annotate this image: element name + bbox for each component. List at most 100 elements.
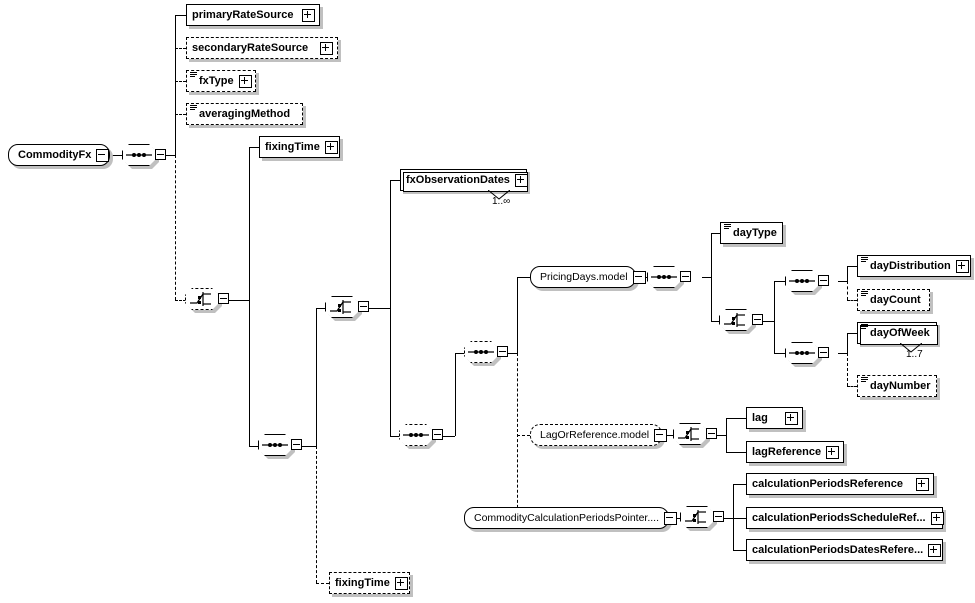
element-secondaryRateSource[interactable]: secondaryRateSource: [186, 37, 338, 59]
element-dayDistribution[interactable]: dayDistribution: [857, 255, 971, 277]
group-LagOrReference-model[interactable]: LagOrReference.model: [530, 424, 668, 446]
element-dayNumber-label: dayNumber: [870, 380, 931, 392]
sequence-e-collapse-icon[interactable]: [291, 439, 302, 450]
choice-icon: [724, 313, 745, 327]
branch-choicea-v1: [249, 147, 250, 300]
LagOrReference-model-collapse-icon[interactable]: [654, 428, 668, 442]
compositor-sequence-dayofweek[interactable]: [785, 342, 829, 367]
compositor-sequence-pricing[interactable]: [647, 266, 691, 291]
group-CommodityCalculationPeriodsPointer[interactable]: CommodityCalculationPeriodsPointer....: [464, 507, 678, 529]
branch-choicea-v2: [249, 300, 250, 446]
compositor-sequence-e[interactable]: [258, 434, 302, 459]
node-commodityfx[interactable]: CommodityFx: [8, 144, 110, 166]
choice-a-collapse-icon[interactable]: [218, 293, 229, 304]
sequence-icon: [126, 153, 152, 157]
edge-choicea-out: [229, 300, 249, 301]
type-marker-icon: [190, 72, 197, 78]
edge-choiceday-out: [763, 321, 774, 322]
element-calculationPeriodsDatesReference[interactable]: calculationPeriodsDatesRefere...: [746, 539, 943, 561]
edge-to-primaryRateSource: [175, 15, 186, 16]
element-lag-label: lag: [752, 412, 768, 424]
compositor-choice-c[interactable]: [325, 296, 369, 321]
element-fixingTime-top-label: fixingTime: [265, 141, 320, 153]
edge-to-calcPeriodsScheduleRef: [733, 518, 746, 519]
edge-to-dayOfWeek: [847, 333, 857, 334]
edge-to-dayCount: [847, 300, 857, 301]
sequence-daydistribution-collapse-icon[interactable]: [818, 275, 829, 286]
element-dayNumber[interactable]: dayNumber: [857, 375, 937, 397]
edge-seqpricing-out: [702, 277, 711, 278]
secondaryRateSource-expand-icon[interactable]: [320, 41, 333, 55]
fxObservationDates-expand-icon[interactable]: [514, 173, 528, 187]
compositor-sequence-daydistribution[interactable]: [785, 270, 829, 295]
element-averagingMethod[interactable]: averagingMethod: [186, 103, 303, 125]
edge-to-seq-e: [249, 446, 258, 447]
edge-to-seq-daydist: [774, 281, 785, 282]
sequence-icon: [403, 433, 429, 437]
dayDistribution-expand-icon[interactable]: [955, 259, 969, 273]
element-dayCount[interactable]: dayCount: [857, 289, 930, 311]
choice-icon: [678, 427, 699, 441]
sequence-icon: [789, 351, 815, 355]
edge-to-choice-day: [711, 321, 719, 322]
calculationPeriodsScheduleRef-expand-icon[interactable]: [930, 511, 944, 525]
trunk-lower-dashed: [175, 155, 176, 300]
edge-seqdayofweek-out: [838, 353, 847, 354]
element-secondaryRateSource-label: secondaryRateSource: [192, 42, 309, 54]
compositor-sequence-b[interactable]: [464, 341, 508, 366]
element-dayType[interactable]: dayType: [720, 222, 783, 244]
element-calculationPeriodsReference[interactable]: calculationPeriodsReference: [746, 473, 934, 495]
element-fxObservationDates[interactable]: fxObservationDates: [400, 169, 528, 192]
fixingTime-top-expand-icon[interactable]: [324, 140, 338, 154]
choice-calc-collapse-icon[interactable]: [713, 511, 724, 522]
compositor-sequence-root[interactable]: [122, 144, 166, 169]
choice-day-collapse-icon[interactable]: [752, 314, 763, 325]
element-primaryRateSource[interactable]: primaryRateSource: [186, 4, 320, 26]
trunk-upper: [175, 15, 176, 155]
sequence-root-collapse-icon[interactable]: [155, 149, 166, 160]
compositor-choice-a[interactable]: [185, 288, 229, 313]
element-calculationPeriodsScheduleRef[interactable]: calculationPeriodsScheduleRef...: [746, 507, 944, 529]
sequence-b-collapse-icon[interactable]: [497, 346, 508, 357]
compositor-choice-lag[interactable]: [673, 423, 717, 448]
lag-expand-icon[interactable]: [785, 411, 798, 425]
lagReference-expand-icon[interactable]: [826, 445, 840, 459]
element-fixingTime-top[interactable]: fixingTime: [259, 136, 340, 158]
element-dayOfWeek[interactable]: dayOfWeek: [857, 322, 938, 345]
calculationPeriodsDatesReference-expand-icon[interactable]: [928, 543, 942, 557]
sequence-d-collapse-icon[interactable]: [432, 429, 443, 440]
element-lagReference[interactable]: lagReference: [746, 441, 844, 463]
element-lagReference-label: lagReference: [752, 446, 822, 458]
branch-daydist-up: [847, 266, 848, 281]
edge-to-choice-a: [175, 300, 186, 301]
edge-choicec-out: [369, 308, 390, 309]
calculationPeriodsReference-expand-icon[interactable]: [916, 477, 929, 491]
PricingDays-model-collapse-icon[interactable]: [632, 270, 646, 284]
sequence-pricing-collapse-icon[interactable]: [680, 271, 691, 282]
element-fixingTime-bottom[interactable]: fixingTime: [329, 572, 410, 594]
compositor-choice-day[interactable]: [719, 309, 763, 334]
edge-to-dayNumber: [847, 386, 857, 387]
choice-c-collapse-icon[interactable]: [358, 301, 369, 312]
sequence-dayofweek-collapse-icon[interactable]: [818, 347, 829, 358]
type-marker-icon: [724, 224, 731, 230]
compositor-sequence-d[interactable]: [399, 424, 443, 449]
edge-lagorref-out: [662, 435, 673, 436]
choice-lag-collapse-icon[interactable]: [706, 428, 717, 439]
element-fxType[interactable]: fxType: [186, 70, 256, 92]
commodityfx-collapse-icon[interactable]: [96, 148, 110, 162]
sequence-icon: [262, 443, 288, 447]
group-PricingDays-model[interactable]: PricingDays.model: [530, 266, 646, 288]
occurrence-label-dayOfWeek: 1..7: [906, 349, 923, 360]
fixingTime-bottom-expand-icon[interactable]: [394, 576, 408, 590]
branch-seqpricing-up: [711, 233, 712, 277]
primaryRateSource-expand-icon[interactable]: [302, 8, 315, 22]
choice-icon: [685, 510, 706, 524]
fxType-expand-icon[interactable]: [238, 74, 252, 88]
branch-seqpricing-down: [711, 277, 712, 321]
element-lag[interactable]: lag: [746, 407, 803, 429]
compositor-choice-calc[interactable]: [680, 506, 724, 531]
occurrence-label-fxObservationDates: 1..∞: [492, 196, 511, 207]
CommodityCalculationPeriodsPointer-collapse-icon[interactable]: [664, 511, 678, 525]
edge-choicecalc-out: [721, 518, 733, 519]
